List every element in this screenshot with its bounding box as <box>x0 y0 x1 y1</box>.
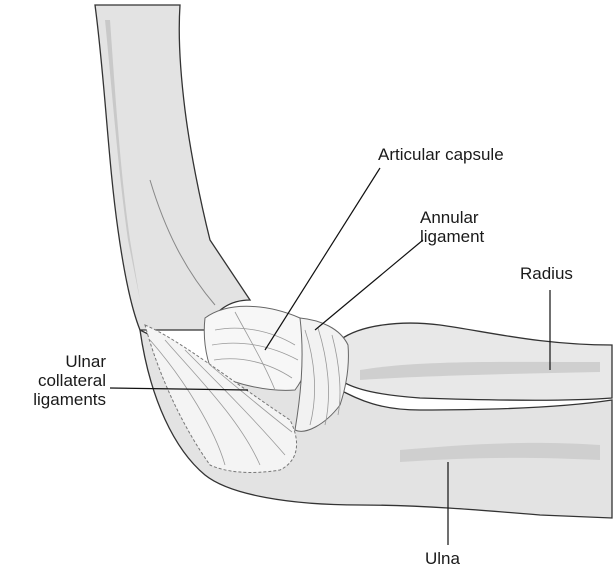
label-annular-ligament-line-2: ligament <box>420 227 484 246</box>
label-ulna-text: Ulna <box>425 549 460 568</box>
label-ulnar-collateral-line-2: collateral <box>16 371 106 390</box>
radius-shape <box>340 323 612 400</box>
label-ulnar-collateral-line-3: ligaments <box>16 390 106 409</box>
label-ulnar-collateral-line-1: Ulnar <box>16 352 106 371</box>
label-articular-capsule: Articular capsule <box>378 145 504 164</box>
label-ulnar-collateral-ligaments: Ulnar collateral ligaments <box>16 352 106 409</box>
label-annular-ligament-line-1: Annular <box>420 208 484 227</box>
label-radius: Radius <box>520 264 573 283</box>
label-articular-capsule-text: Articular capsule <box>378 145 504 164</box>
leader-annular-ligament <box>315 240 423 330</box>
label-radius-text: Radius <box>520 264 573 283</box>
humerus-shape <box>95 5 250 330</box>
label-ulna: Ulna <box>425 549 460 568</box>
label-annular-ligament: Annular ligament <box>420 208 484 246</box>
